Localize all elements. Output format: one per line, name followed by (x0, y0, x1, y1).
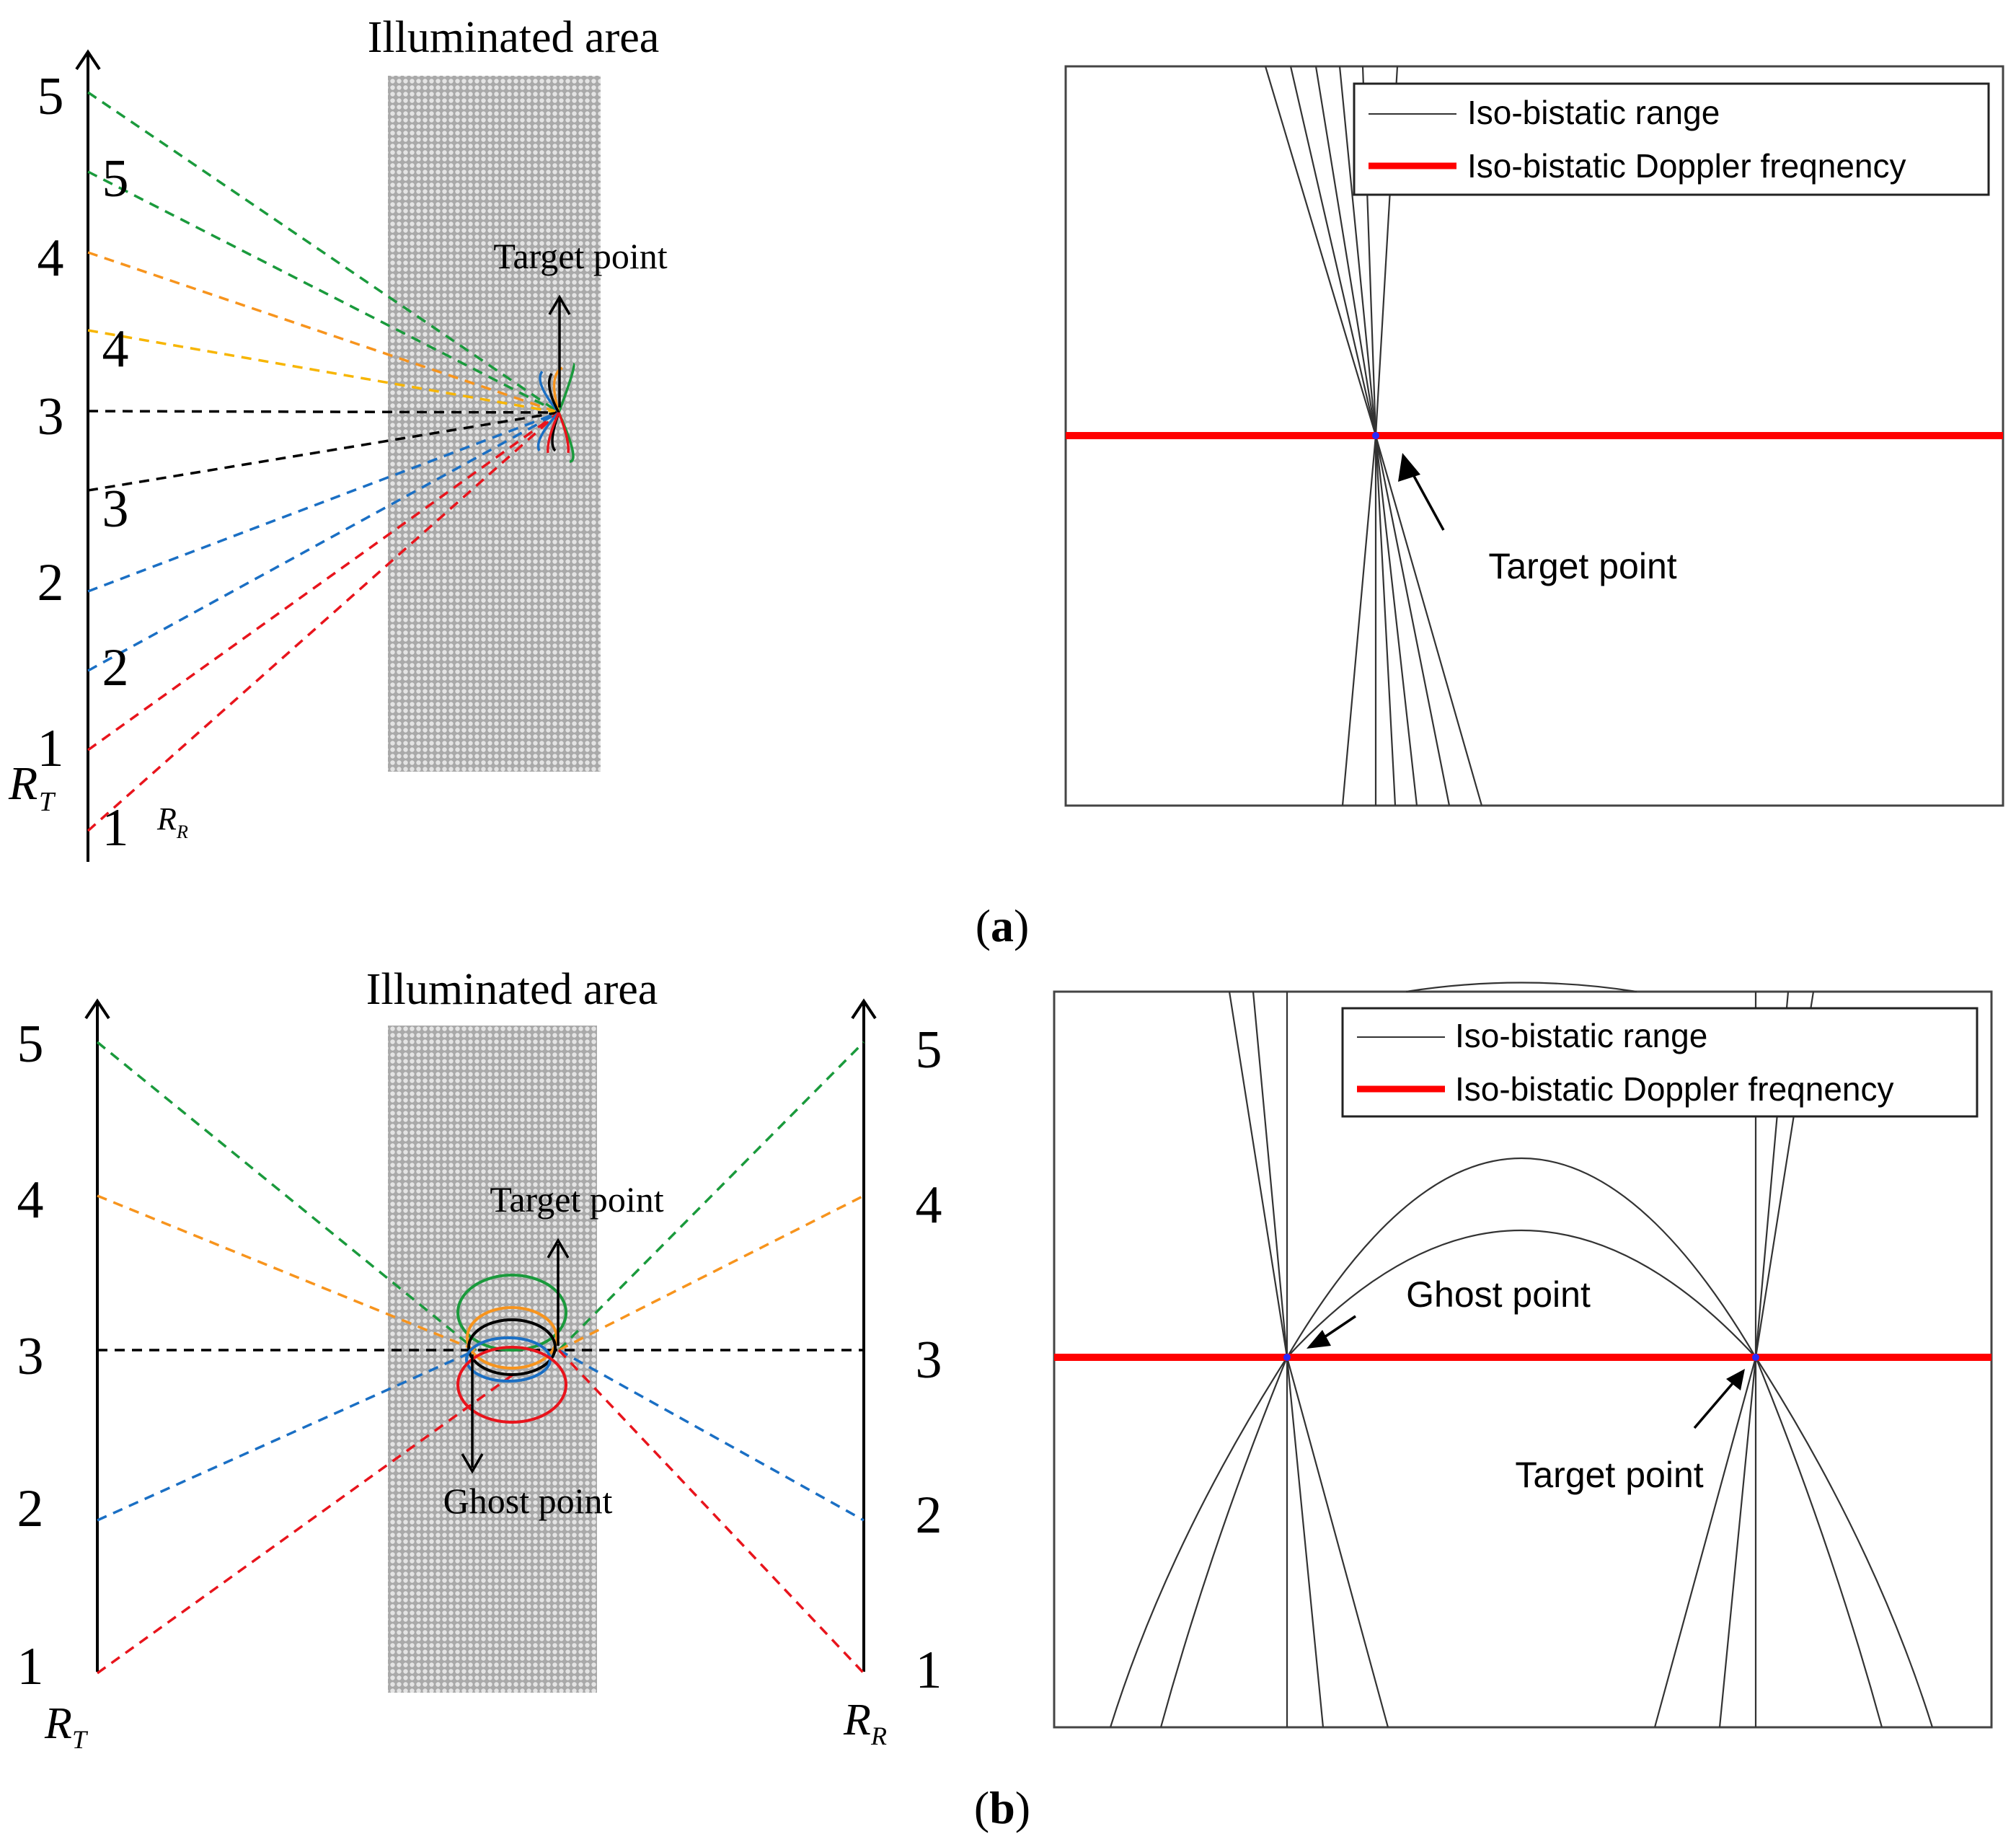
ellipse-orange (466, 1306, 558, 1370)
iso-range-curve (1405, 982, 1637, 993)
target-marker-icon (1752, 1354, 1759, 1361)
t-tick-1: 1 (17, 1637, 44, 1696)
axis-r-sub: R (176, 821, 188, 842)
rx-line-2 (558, 1349, 865, 1522)
axis-r-label: R (843, 1696, 871, 1745)
ellipse-green (456, 1274, 567, 1352)
transmitter-axis-arrow-icon (75, 49, 101, 71)
panel-b-label: (b) (974, 1782, 1030, 1833)
panel-b-plot: Iso-bistatic range Iso-bistatic Doppler … (1053, 982, 1993, 1729)
axis-t-sub: T (72, 1725, 89, 1754)
r-tick-3: 3 (102, 480, 129, 539)
legend-doppler-label: Iso-bistatic Doppler freqnency (1455, 1070, 1894, 1108)
target-arrow-head-icon (548, 294, 571, 315)
rx-line-4 (558, 1194, 865, 1352)
target-marker-icon (1372, 432, 1379, 439)
illuminated-area (388, 1026, 597, 1693)
ghost-annotation-label: Ghost point (1406, 1274, 1591, 1315)
target-annotation-label: Target point (1515, 1455, 1703, 1495)
axis-t-label: R (44, 1699, 72, 1748)
legend-doppler-label: Iso-bistatic Doppler freqnency (1467, 147, 1906, 185)
tx-line-3 (87, 410, 560, 414)
legend-range-label: Iso-bistatic range (1467, 94, 1720, 131)
rx-line-4 (87, 329, 560, 414)
panel-a-label: (a) (976, 900, 1030, 951)
ghost-marker-icon (1283, 1354, 1291, 1361)
illuminated-area-title: Illuminated area (366, 965, 658, 1014)
receiver-axis-arrow-icon (851, 998, 877, 1020)
target-annotation-arrow (1693, 1376, 1739, 1429)
axis-r-label: R (156, 801, 177, 837)
r-tick-1: 1 (916, 1641, 942, 1700)
transmitter-axis-arrow-icon (84, 998, 110, 1020)
rx-line-5 (557, 1041, 865, 1352)
tx-line-2 (87, 411, 560, 593)
ellipse-red (456, 1346, 567, 1424)
t-tick-2: 2 (37, 553, 64, 612)
r-tick-4: 4 (916, 1176, 942, 1235)
r-tick-5: 5 (102, 149, 129, 208)
t-tick-5: 5 (37, 67, 64, 126)
illuminated-area (388, 76, 601, 772)
r-tick-2: 2 (102, 638, 129, 697)
r-tick-4: 4 (102, 319, 129, 379)
tx-line-1 (87, 411, 560, 751)
r-tick-5: 5 (916, 1021, 942, 1080)
r-tick-1: 1 (102, 798, 129, 858)
rx-line-2 (87, 411, 560, 672)
panel-a-diagram: Illuminated area Target poi (8, 13, 668, 862)
t-tick-2: 2 (17, 1479, 44, 1538)
target-arc-blue (536, 370, 560, 451)
t-tick-5: 5 (17, 1015, 44, 1074)
ghost-point-label: Ghost point (443, 1481, 613, 1521)
rx-line-5 (87, 170, 560, 414)
illuminated-area-title: Illuminated area (368, 13, 660, 62)
iso-range-curve (1109, 1357, 1288, 1728)
iso-range-curve (1286, 1158, 1756, 1358)
legend-b (1341, 1007, 1979, 1118)
ghost-annotation-arrow-head-icon (1307, 1330, 1331, 1349)
ellipse-black (467, 1318, 557, 1376)
legend-range-label: Iso-bistatic range (1455, 1017, 1707, 1054)
panel-b-diagram: Illuminated area Target (17, 965, 942, 1754)
iso-range-curve (1755, 1357, 1934, 1728)
tx-line-1 (96, 1369, 521, 1675)
axis-r-sub: R (870, 1722, 887, 1750)
iso-range-curve (1286, 1229, 1756, 1358)
rx-line-1 (87, 411, 560, 832)
t-tick-4: 4 (17, 1171, 44, 1230)
tx-line-4 (87, 251, 560, 414)
target-arrow-head-icon (547, 1238, 570, 1258)
tx-line-5 (96, 1041, 477, 1352)
target-arc-red (547, 412, 570, 454)
axis-t-label: R (8, 757, 37, 810)
r-tick-2: 2 (916, 1486, 942, 1545)
t-tick-3: 3 (37, 387, 64, 446)
t-tick-4: 4 (37, 229, 64, 288)
r-tick-3: 3 (916, 1331, 942, 1390)
legend-a (1353, 82, 1990, 196)
t-tick-1: 1 (37, 719, 64, 778)
target-annotation-arrow-head-icon (1726, 1369, 1745, 1390)
target-point-label: Target point (490, 1179, 663, 1220)
target-annotation-arrow-head-icon (1398, 453, 1420, 482)
iso-range-curve (1159, 1357, 1288, 1728)
axis-t-sub: T (39, 787, 56, 817)
target-point-label: Target point (493, 236, 667, 276)
ghost-arrow-head-icon (461, 1453, 484, 1474)
tx-line-5 (87, 91, 560, 414)
panel-a-plot: Iso-bistatic range Iso-bistatic Doppler … (1064, 65, 2004, 807)
t-tick-3: 3 (17, 1327, 44, 1386)
target-annotation-label: Target point (1488, 546, 1676, 586)
iso-range-curve (1754, 1357, 1883, 1728)
rx-line-1 (557, 1349, 865, 1675)
